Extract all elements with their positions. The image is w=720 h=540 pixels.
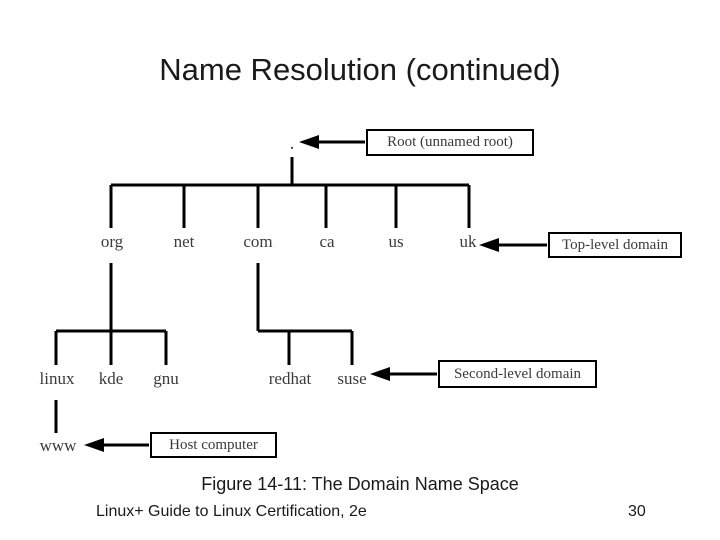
domain-name-space-diagram: . org net com ca us uk linux kde gnu red… [0, 115, 720, 465]
tree-node-gnu: gnu [153, 369, 179, 388]
tree-node-uk: uk [459, 232, 477, 251]
tree-node-net: net [173, 232, 195, 251]
callout-host-computer: Host computer [150, 432, 277, 458]
tree-node-redhat: redhat [268, 369, 312, 388]
tree-node-suse: suse [337, 369, 367, 388]
figure-caption: Figure 14-11: The Domain Name Space [201, 474, 519, 494]
tree-node-linux: linux [39, 369, 75, 388]
tree-node-kde: kde [98, 369, 124, 388]
tree-connector-lines [54, 135, 547, 452]
callout-second-level-domain: Second-level domain [438, 360, 597, 388]
callout-root-unnamed-root: Root (unnamed root) [366, 129, 534, 156]
tree-node-com: com [243, 232, 273, 251]
tree-node-us: us [388, 232, 404, 251]
tree-node-www: www [39, 436, 77, 455]
tree-node-root: . [289, 133, 295, 154]
tree-node-org: org [100, 232, 124, 251]
callout-top-level-domain: Top-level domain [548, 232, 682, 258]
tree-node-ca: ca [319, 232, 335, 251]
page-title: Name Resolution (continued) [159, 52, 561, 87]
footer-page-number: 30 [628, 503, 646, 520]
footer-source-text: Linux+ Guide to Linux Certification, 2e [96, 503, 367, 520]
